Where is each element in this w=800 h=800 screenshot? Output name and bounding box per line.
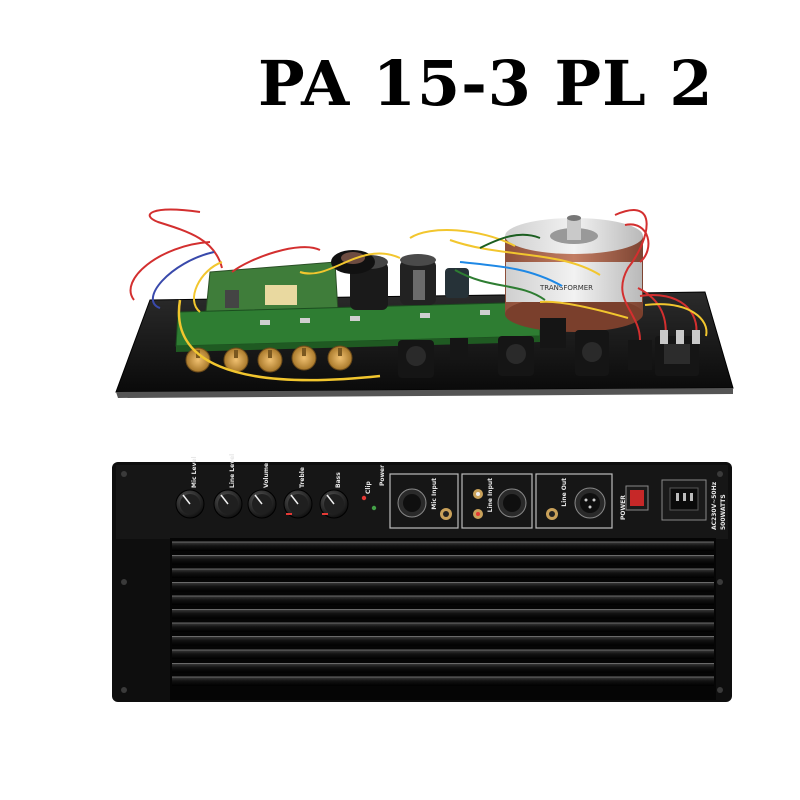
product-title: PA 15-3 PL 2: [258, 47, 714, 120]
transformer-label: TRANSFORMER: [539, 284, 593, 292]
iec-power-inlet[interactable]: [661, 479, 707, 521]
heatsink-fin: [172, 650, 714, 659]
heatsink-fin: [172, 609, 714, 619]
knob-label-mic-level: Mic Level: [191, 456, 198, 488]
pcb-connectors: [398, 318, 699, 378]
knob-label-volume: Volume: [263, 463, 270, 488]
rating-voltage: AC230V~50Hz: [711, 481, 718, 530]
rating-watts: 500WATTS: [720, 494, 727, 530]
power-led-label: Power: [379, 465, 386, 486]
mount-screws: [121, 471, 723, 693]
line-out-section: Line Out: [535, 473, 613, 529]
knob-bass[interactable]: Bass: [319, 472, 349, 519]
heatsink-fin: [172, 677, 714, 686]
knob-label-treble: Treble: [299, 467, 306, 488]
chassis-front-edge: [116, 388, 733, 398]
filter-capacitors: [350, 254, 469, 310]
knob-treble[interactable]: Treble: [283, 467, 313, 519]
power-led: [371, 505, 377, 511]
heatsink-fin: [172, 636, 714, 646]
heatsink-fin: [172, 663, 714, 673]
rear-panel-view: Mic Level Line Level Volume Treble: [112, 454, 732, 702]
power-switch[interactable]: POWER: [620, 485, 649, 520]
indicator-leds: Clip Power: [361, 465, 386, 511]
pcb-potentiometers: [185, 345, 353, 373]
control-knobs: Mic Level Line Level Volume Treble: [175, 454, 349, 519]
spade-terminals: [660, 330, 700, 344]
heatsink: [170, 538, 716, 700]
relay: [265, 285, 297, 305]
knob-volume[interactable]: Volume: [247, 463, 277, 519]
heatsink-fin: [172, 555, 714, 565]
heatsink-fin: [172, 582, 714, 592]
heatsink-fin: [172, 596, 714, 605]
heatsink-fin: [172, 542, 714, 551]
heatsink-fin: [172, 569, 714, 578]
clip-led: [361, 495, 367, 501]
heatsink-fin: [172, 623, 714, 632]
power-switch-label: POWER: [620, 495, 627, 520]
open-chassis-view: TRANSFORMER: [115, 208, 734, 398]
toroidal-transformer: TRANSFORMER: [505, 215, 643, 332]
knob-label-bass: Bass: [335, 472, 342, 488]
mic-input-label: Mic Input: [431, 478, 438, 510]
line-out-label: Line Out: [561, 478, 568, 507]
knob-label-line-level: Line Level: [229, 454, 236, 488]
clip-label: Clip: [365, 480, 372, 494]
knob-line-level[interactable]: Line Level: [213, 454, 243, 519]
line-input-label: Line Input: [487, 478, 494, 512]
wiring: [129, 208, 708, 382]
line-input-section: Line Input: [461, 473, 533, 529]
mic-input-section: Mic Input: [389, 473, 459, 529]
knob-mic-level[interactable]: Mic Level: [175, 456, 205, 519]
